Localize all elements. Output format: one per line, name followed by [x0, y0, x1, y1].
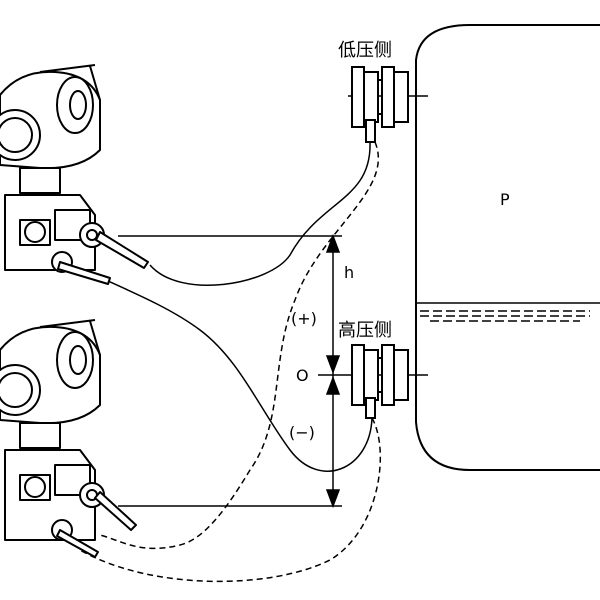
- positive-label: (+): [291, 309, 317, 328]
- arrow-down-bottom: [325, 489, 341, 509]
- tank-outline: [415, 24, 600, 471]
- zero-label: O: [296, 366, 309, 385]
- lower-low-capillary: [99, 141, 380, 550]
- height-label: h: [344, 263, 354, 282]
- upper-low-capillary: [149, 141, 371, 286]
- dimension-lines: [118, 233, 348, 509]
- lower-high-capillary: [79, 417, 382, 583]
- high-pressure-flange: [348, 344, 428, 419]
- tank: [415, 24, 600, 471]
- arrow-down-mid: [325, 355, 341, 375]
- arrow-up-mid: [325, 375, 341, 395]
- upper-high-capillary: [59, 257, 373, 472]
- high-side-label: 高压侧: [338, 320, 392, 341]
- liquid-dashes: [420, 310, 590, 322]
- capillary-lines: [59, 141, 382, 583]
- lower-transmitter: [0, 319, 137, 558]
- low-side-label: 低压侧: [338, 40, 392, 61]
- low-pressure-flange: [348, 66, 428, 143]
- upper-transmitter: [0, 64, 149, 285]
- arrow-up-top: [325, 233, 341, 253]
- pressure-label: P: [500, 190, 510, 209]
- negative-label: (−): [289, 423, 315, 442]
